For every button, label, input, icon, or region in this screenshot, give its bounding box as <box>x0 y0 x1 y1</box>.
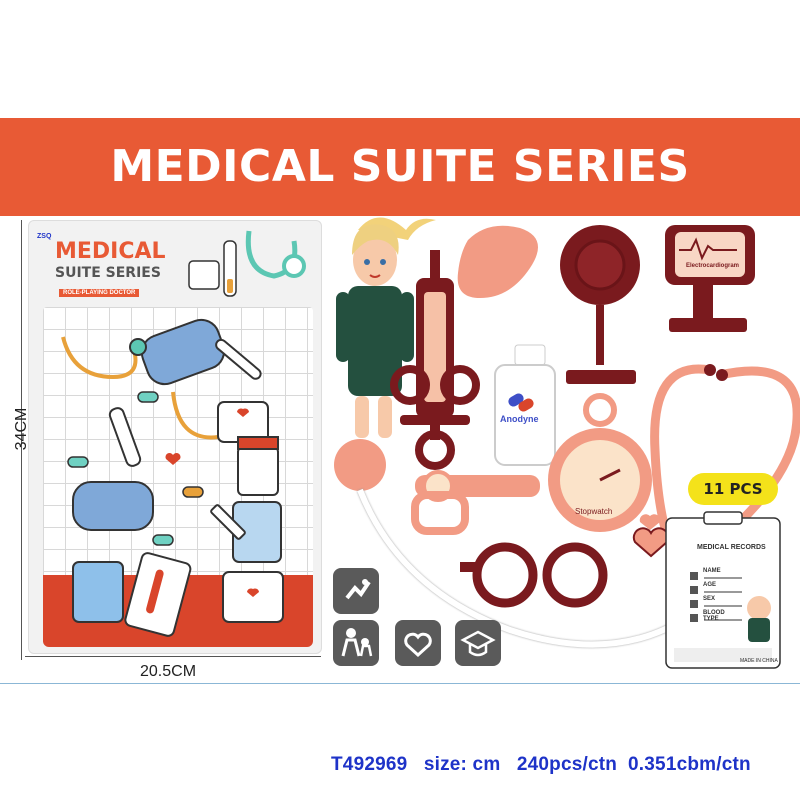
records-field-age: AGE <box>703 582 717 588</box>
watch-label: Stopwatch <box>575 507 612 516</box>
exam-lamp <box>560 225 640 384</box>
ecg-monitor <box>665 225 755 332</box>
package-title-line1: MEDICAL <box>55 239 166 264</box>
pocket-watch <box>548 393 652 532</box>
package-header-art <box>188 230 306 297</box>
records-field-sex: SEX <box>703 596 716 602</box>
records-field-blood-type: BLOOD TYPE <box>703 610 725 622</box>
reflex-hammer <box>334 439 680 648</box>
toy-glasses <box>460 542 608 608</box>
records-card-title: MEDICAL RECORDS <box>697 544 766 551</box>
width-dimension-line <box>25 656 321 657</box>
medical-records-card <box>665 511 781 669</box>
kidney-dish <box>457 225 538 298</box>
divider-line <box>0 683 800 684</box>
monitor-label: Electrocardiogram <box>686 263 740 269</box>
products-group: Anodyne Stopwatch <box>334 217 680 648</box>
title-banner: MEDICAL SUITE SERIES <box>0 118 800 216</box>
width-dimension-label: 20.5CM <box>140 663 197 680</box>
medicine-label: Anodyne <box>500 414 539 424</box>
puzzle-icon <box>333 568 379 614</box>
product-spec-footer: T492969 size: cm 240pcs/ctn 0.351cbm/ctn <box>331 754 751 775</box>
package-title-line2: SUITE SERIES <box>55 265 161 281</box>
records-field-name: NAME <box>703 568 721 574</box>
banner-title: MEDICAL SUITE SERIES <box>110 141 690 192</box>
made-in-label: MADE IN CHINA <box>740 658 778 664</box>
medicine-bottle <box>494 344 556 466</box>
package-image: ZSQ MEDICAL SUITE SERIES ROLE-PLAYING DO… <box>28 220 322 654</box>
doll-figure <box>336 217 436 438</box>
graduation-cap-icon <box>455 620 501 666</box>
package-artwork <box>61 318 284 637</box>
piece-count-badge: 11 PCS <box>688 473 778 505</box>
parent-child-icon <box>333 620 379 666</box>
heart-icon <box>395 620 441 666</box>
height-dimension-line <box>21 220 22 660</box>
package-subtitle: ROLE-PLAYING DOCTOR <box>59 289 140 297</box>
syringe-toy <box>390 250 480 470</box>
brand-logo: ZSQ <box>37 233 52 240</box>
